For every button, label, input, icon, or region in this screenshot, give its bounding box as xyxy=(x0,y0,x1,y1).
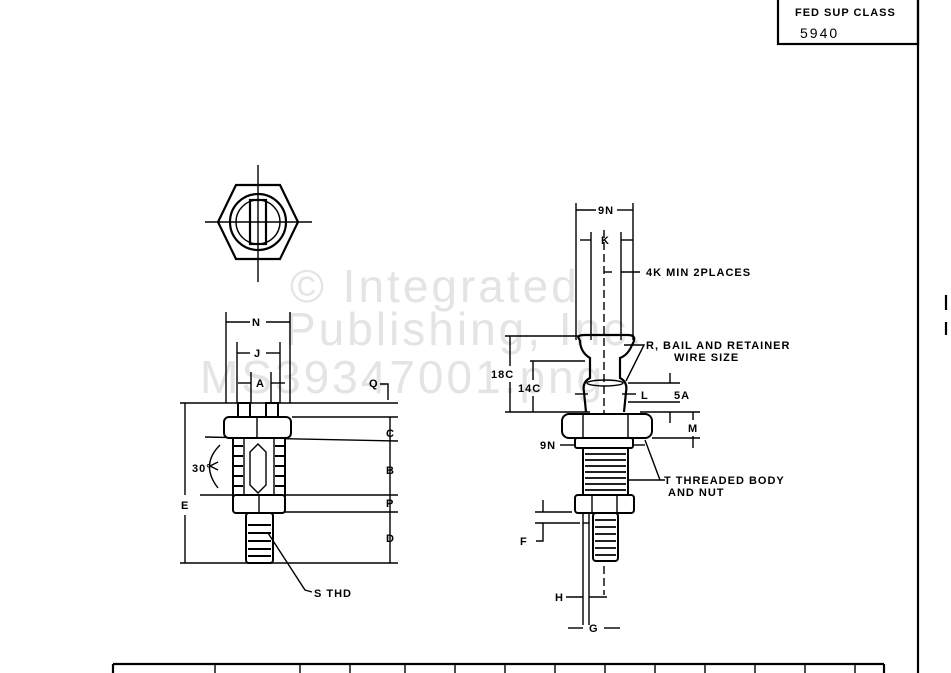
dim-9n-side: 9N xyxy=(540,440,556,452)
dim-p: P xyxy=(386,498,394,510)
dim-m: M xyxy=(688,423,698,435)
dim-n: N xyxy=(252,317,261,329)
title-block: FED SUP CLASS 5940 xyxy=(776,0,948,673)
label: © Integrated xyxy=(290,260,580,312)
side-view-right: 9N K 4K MIN 2PLACES R, BAIL AND RETAINER… xyxy=(491,203,790,635)
side-view-left: N J A Q xyxy=(180,312,399,600)
dim-angle: 30° xyxy=(192,463,212,475)
dim-f: F xyxy=(520,536,528,548)
dim-j: J xyxy=(254,348,261,360)
dim-h: H xyxy=(555,592,564,604)
note-r-2: WIRE SIZE xyxy=(674,352,739,364)
dim-q: Q xyxy=(369,378,379,390)
dim-18c: 18C xyxy=(491,369,514,381)
dim-5a: 5A xyxy=(674,390,690,402)
note-r-1: R, BAIL AND RETAINER xyxy=(646,340,790,352)
note-s-thd: S THD xyxy=(314,588,352,600)
dim-d: D xyxy=(386,533,395,545)
watermark: © Integrated Publishing, Inc. MS39347001… xyxy=(200,260,645,403)
note-t-1: T THREADED BODY xyxy=(664,475,785,487)
note-t-2: AND NUT xyxy=(668,487,725,499)
dim-k: K xyxy=(601,235,610,247)
dim-a: A xyxy=(256,378,265,390)
title-block-label: FED SUP CLASS xyxy=(795,7,896,19)
dimension-table-header xyxy=(111,662,886,673)
dim-g: G xyxy=(589,623,599,635)
top-hex-view xyxy=(205,165,312,282)
fsc-value: 5940 xyxy=(800,25,839,41)
dim-9n-top: 9N xyxy=(598,205,614,217)
dim-e: E xyxy=(181,500,189,512)
dim-b: B xyxy=(386,465,395,477)
dim-14c: 14C xyxy=(518,383,541,395)
dim-l: L xyxy=(641,390,649,402)
label: Publishing, Inc. xyxy=(285,303,645,355)
label: MS39347001.png xyxy=(200,351,605,403)
dim-4k: 4K MIN 2PLACES xyxy=(646,267,751,279)
dim-c: C xyxy=(386,428,395,440)
